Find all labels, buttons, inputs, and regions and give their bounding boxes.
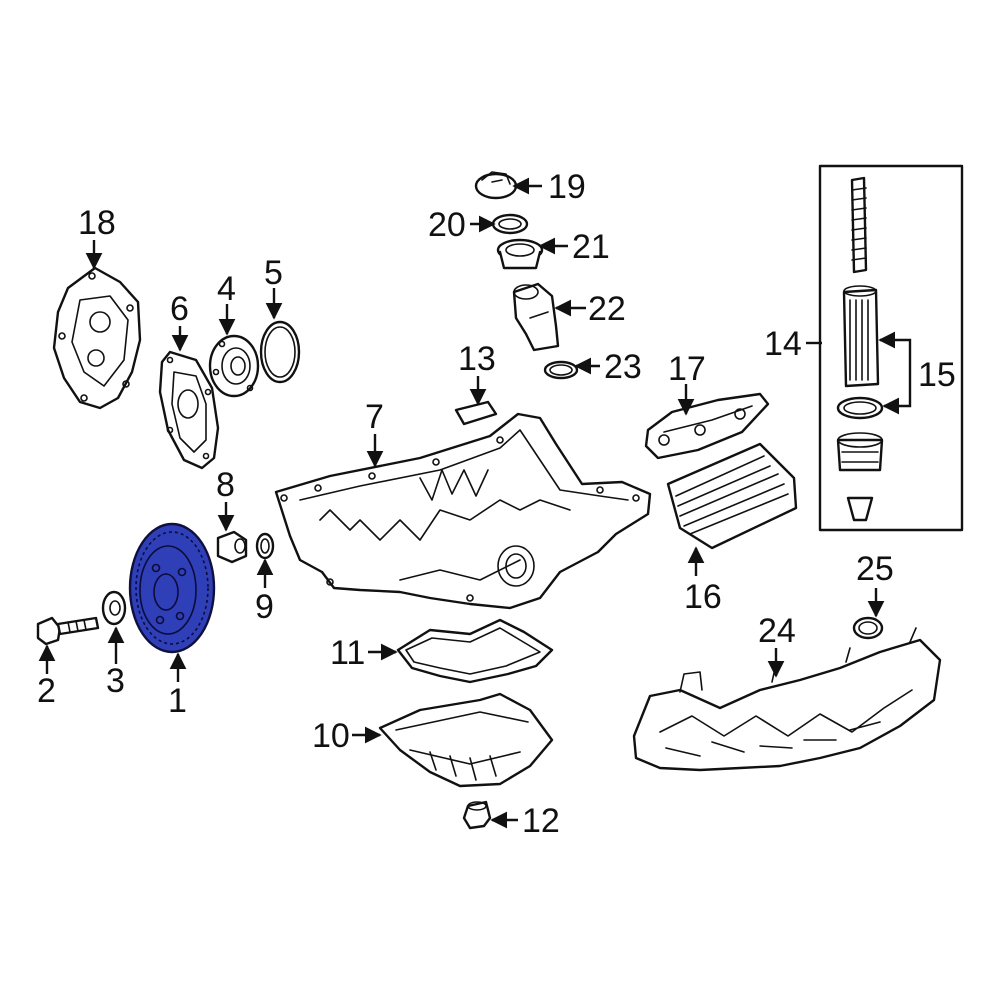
- callout-14: 14: [764, 325, 802, 363]
- part-6-cover-plate[interactable]: [158, 350, 220, 470]
- part-25-ring[interactable]: [852, 616, 884, 640]
- callout-2: 2: [37, 672, 56, 710]
- part-1-crankshaft-pulley[interactable]: [128, 522, 216, 654]
- callout-16: 16: [684, 578, 722, 616]
- part-22-filler-tube[interactable]: [512, 282, 560, 352]
- part-8-plug[interactable]: [216, 530, 248, 564]
- part-9-seal-ring[interactable]: [255, 532, 275, 560]
- callout-7: 7: [365, 398, 384, 436]
- part-17-gasket[interactable]: [644, 392, 770, 460]
- part-2-bolt[interactable]: [36, 616, 100, 646]
- callout-11: 11: [330, 634, 365, 672]
- callout-1: 1: [168, 682, 187, 720]
- part-19-cap[interactable]: [474, 171, 518, 200]
- part-18-timing-cover[interactable]: [52, 266, 142, 410]
- part-3-washer[interactable]: [101, 590, 127, 626]
- callout-9: 9: [255, 588, 274, 626]
- part-14-filter-kit-box[interactable]: [818, 164, 964, 532]
- callout-17: 17: [668, 350, 706, 388]
- part-16-oil-cooler[interactable]: [666, 442, 798, 550]
- callout-13: 13: [458, 340, 496, 378]
- part-4-pump[interactable]: [208, 334, 260, 398]
- part-7-oil-pan-upper[interactable]: [274, 412, 652, 610]
- callout-4: 4: [217, 270, 236, 308]
- callout-21: 21: [572, 228, 610, 266]
- callout-18: 18: [78, 204, 116, 242]
- callout-8: 8: [216, 466, 235, 504]
- callout-19: 19: [548, 168, 586, 206]
- part-10-oil-pan-lower[interactable]: [378, 692, 554, 788]
- leader-lines: [38, 177, 912, 829]
- part-13-block[interactable]: [454, 400, 498, 426]
- callout-labels: 1 2 3 4 5 6 7 8 9 10 11 12 13 14 15 16 1…: [37, 168, 956, 840]
- callout-25: 25: [856, 550, 894, 588]
- callout-23: 23: [604, 348, 642, 386]
- callout-15: 15: [918, 356, 956, 394]
- callout-10: 10: [312, 717, 350, 755]
- callout-3: 3: [106, 662, 125, 700]
- callout-6: 6: [170, 290, 189, 328]
- callout-22: 22: [588, 290, 626, 328]
- callout-24: 24: [758, 612, 796, 650]
- part-21-neck[interactable]: [496, 238, 544, 270]
- part-20-seal[interactable]: [491, 213, 529, 235]
- part-5-o-ring[interactable]: [259, 320, 301, 384]
- callout-5: 5: [264, 254, 283, 292]
- part-24-intake-manifold[interactable]: [632, 627, 942, 772]
- part-12-drain-plug[interactable]: [462, 800, 492, 830]
- part-23-o-ring[interactable]: [543, 360, 579, 380]
- callout-20: 20: [428, 206, 466, 244]
- callout-12: 12: [522, 802, 560, 840]
- part-11-oil-pan-gasket[interactable]: [396, 618, 554, 684]
